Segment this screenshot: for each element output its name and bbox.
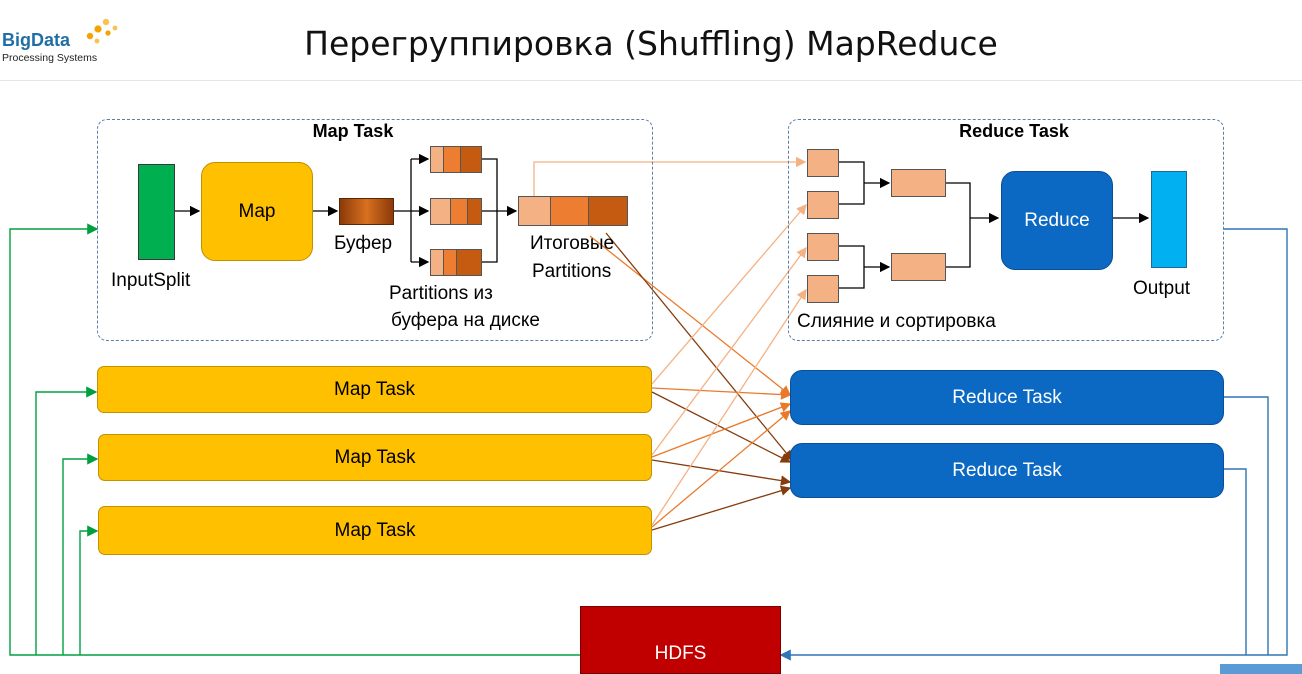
map-task-3-label: Map Task xyxy=(334,446,416,468)
spill-partition-2 xyxy=(430,198,482,225)
input-split-label: InputSplit xyxy=(111,270,191,291)
merge-sort-label: Слияние и сортировка xyxy=(797,311,996,332)
merged-block-1 xyxy=(891,169,946,197)
merge-input-3 xyxy=(807,233,839,261)
merge-input-2 xyxy=(807,191,839,219)
map-task-2-label: Map Task xyxy=(334,378,415,400)
merge-input-1 xyxy=(807,149,839,177)
map-task-4-label: Map Task xyxy=(334,519,416,541)
map-internal-arrows xyxy=(175,153,518,268)
output-block xyxy=(1151,171,1187,268)
hdfs-output-lines xyxy=(779,228,1288,661)
map-task-2: Map Task xyxy=(97,366,652,413)
map-task-3: Map Task xyxy=(98,434,652,481)
map-function-label: Map xyxy=(238,200,276,222)
final-partitions-block xyxy=(518,196,628,226)
final-partitions-label-line1: Итоговые xyxy=(530,233,615,254)
reduce-task-3-label: Reduce Task xyxy=(952,459,1062,481)
output-label: Output xyxy=(1133,278,1191,299)
map-function-box: Map xyxy=(201,162,313,261)
hdfs-storage-block: HDFS xyxy=(580,606,781,674)
logo-dots-icon xyxy=(86,18,118,44)
header-divider xyxy=(0,80,1302,81)
reduce-function-box: Reduce xyxy=(1001,171,1113,270)
map-task-4: Map Task xyxy=(98,506,652,555)
spill-label-line2: буфера на диске xyxy=(391,310,540,331)
reduce-internal-arrows xyxy=(839,161,1150,289)
final-partitions-label-line2: Partitions xyxy=(532,261,612,282)
merge-input-4 xyxy=(807,275,839,303)
reduce-task-3: Reduce Task xyxy=(790,443,1224,498)
input-split-block xyxy=(138,164,175,260)
spill-partition-3 xyxy=(430,249,482,276)
map-task-group-title: Map Task xyxy=(312,121,394,141)
map-task-group xyxy=(97,119,653,341)
logo-wordmark: BigData xyxy=(2,30,71,50)
slide-corner-accent xyxy=(1220,664,1302,674)
spill-label-line1: Partitions из xyxy=(389,283,493,304)
reduce-task-group xyxy=(788,119,1224,341)
logo-subtitle: Processing Systems xyxy=(2,52,98,64)
reduce-task-2: Reduce Task xyxy=(790,370,1224,425)
buffer-label: Буфер xyxy=(334,233,393,254)
page-title: Перегруппировка (Shuffling) MapReduce xyxy=(304,24,998,63)
spill-partition-1 xyxy=(430,146,482,173)
reduce-task-group-title: Reduce Task xyxy=(959,121,1069,141)
hdfs-label: HDFS xyxy=(654,643,707,664)
reduce-function-label: Reduce xyxy=(1024,209,1090,231)
merged-block-2 xyxy=(891,253,946,281)
buffer-block xyxy=(339,198,394,225)
hdfs-input-lines xyxy=(9,223,580,656)
shuffle-arrows xyxy=(533,156,807,531)
logo xyxy=(0,14,130,68)
reduce-task-2-label: Reduce Task xyxy=(952,386,1062,408)
